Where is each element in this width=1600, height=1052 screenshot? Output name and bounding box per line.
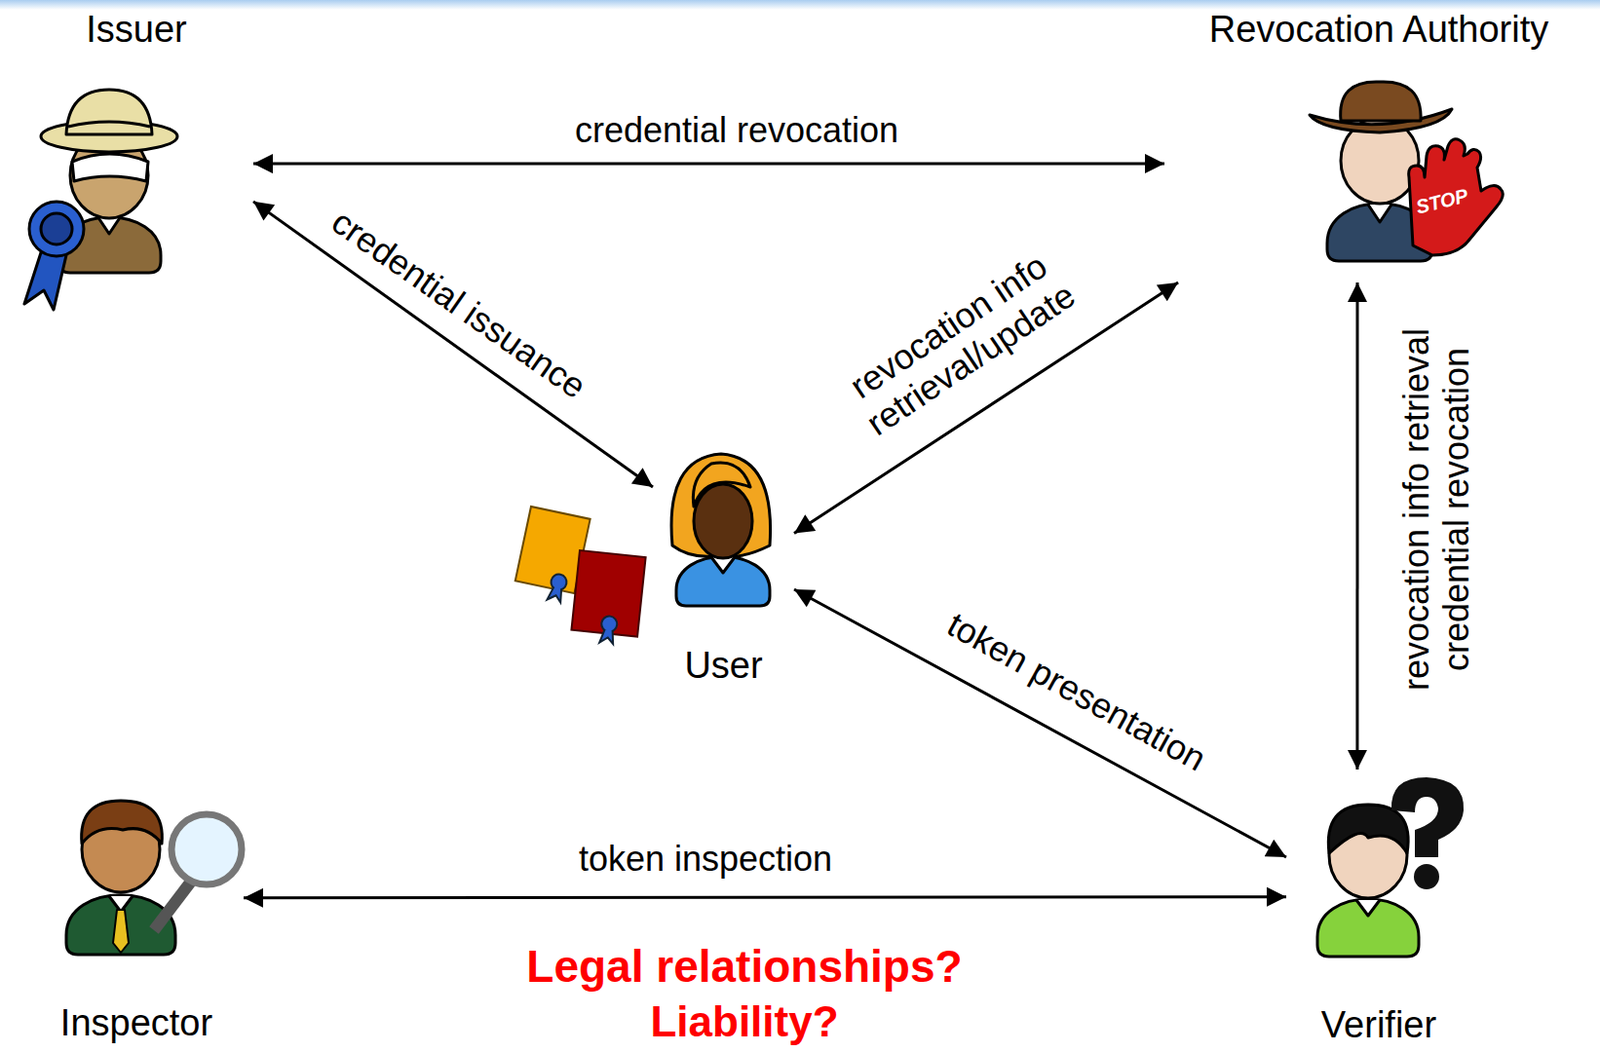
connector-arrow [243, 897, 1287, 899]
node-label: Issuer [85, 9, 187, 51]
top-band [0, 0, 1600, 10]
edge-label: credential issuance [279, 170, 639, 439]
node-label: Verifier [1321, 1005, 1437, 1047]
edge-label: token presentation [887, 574, 1265, 809]
user-figure [671, 454, 771, 607]
liability-question: Liability? [649, 999, 839, 1045]
node-label: User [684, 646, 762, 687]
issuer-figure [24, 89, 178, 310]
edge-label: revocation info retrieval credential rev… [1396, 266, 1478, 754]
revocation-authority-figure [1309, 81, 1503, 262]
node-label: Revocation Authority [1209, 9, 1550, 51]
connector-arrow [253, 201, 653, 488]
connector-arrow [1355, 282, 1359, 770]
edge-label: revocation info retrieval/update [803, 219, 1116, 466]
connector-arrow [794, 589, 1287, 858]
connector-arrow [253, 161, 1165, 165]
inspector-node: Inspector [29, 789, 244, 1045]
edge-label: token inspection [510, 838, 901, 879]
inspector-figure [66, 800, 242, 955]
authority-node: Revocation Authority [1164, 9, 1594, 283]
legal-question: Legal relationships? [526, 943, 962, 991]
verifier-node: Verifier [1286, 769, 1472, 1047]
credential-certificates [512, 506, 646, 648]
verifier-figure [1317, 777, 1464, 957]
edge-label: credential revocation [493, 110, 981, 151]
user-node: User [652, 443, 795, 687]
node-label: Inspector [60, 1003, 213, 1045]
issuer-node: Issuer [19, 9, 254, 312]
